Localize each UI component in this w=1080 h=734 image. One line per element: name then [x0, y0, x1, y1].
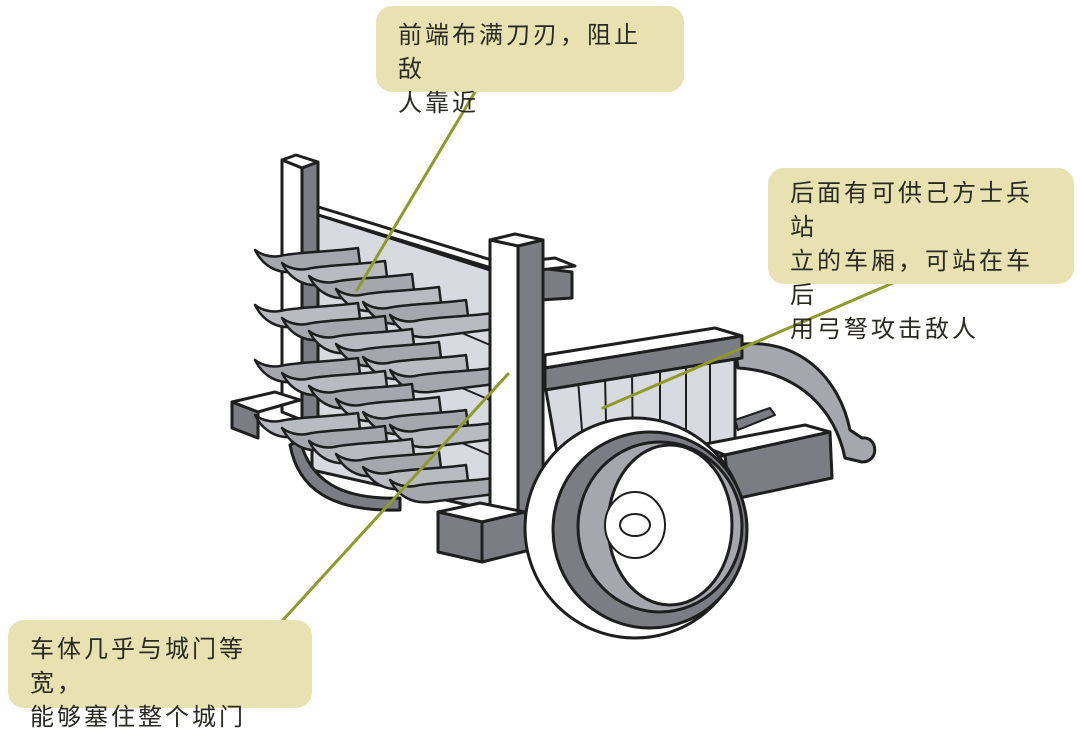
- right-post: [488, 232, 545, 522]
- callout-body-width: 车体几乎与城门等宽， 能够塞住整个城门: [8, 620, 312, 731]
- right-base-block: [436, 501, 532, 564]
- blade-array: [253, 246, 497, 504]
- leader-lines: [281, 90, 895, 622]
- axle-beam: [698, 423, 834, 502]
- rear-lower-bar: [734, 407, 776, 431]
- left-base-block: [230, 390, 302, 440]
- rear-handle-arc: [733, 342, 877, 464]
- wheel: [523, 416, 749, 640]
- back-post-cap: [538, 266, 574, 302]
- leader-line-body-width: [281, 372, 510, 622]
- callout-front-blades: 前端布满刀刃，阻止敌 人靠近: [376, 6, 684, 117]
- leader-line-rear-compartment: [601, 281, 895, 410]
- callout-rear-compartment: 后面有可供己方士兵站 立的车厢，可站在车后 用弓弩攻击敌人: [768, 168, 1074, 343]
- chariot-illustration: [230, 90, 895, 640]
- rear-top-beam: [543, 326, 744, 392]
- leader-line-front-blades: [355, 90, 477, 292]
- blade: [388, 476, 497, 504]
